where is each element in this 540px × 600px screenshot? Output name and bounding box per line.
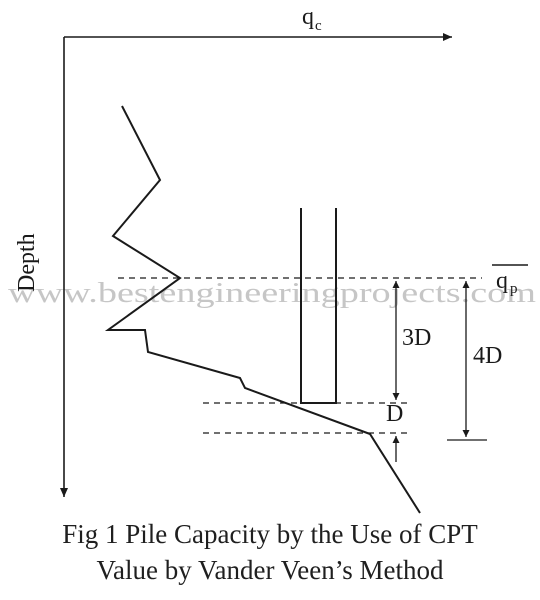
qp-label: q p [492,264,528,297]
svg-text:q: q [302,4,314,30]
dimension-d-label: D [386,401,403,427]
dimension-3d-label: 3D [402,325,431,351]
cpt-profile-line [104,105,421,514]
y-axis-label: Depth [14,233,40,292]
dimension-4d-label: 4D [473,343,502,369]
x-axis-label: q c [302,4,322,34]
watermark-text: www.bestengineeringprojects.com [8,277,537,309]
caption-line-2: Value by Vander Veen’s Method [96,555,444,585]
svg-text:q: q [496,268,508,294]
svg-text:p: p [510,281,518,297]
svg-text:c: c [315,18,322,34]
caption-line-1: Fig 1 Pile Capacity by the Use of CPT [62,519,478,549]
